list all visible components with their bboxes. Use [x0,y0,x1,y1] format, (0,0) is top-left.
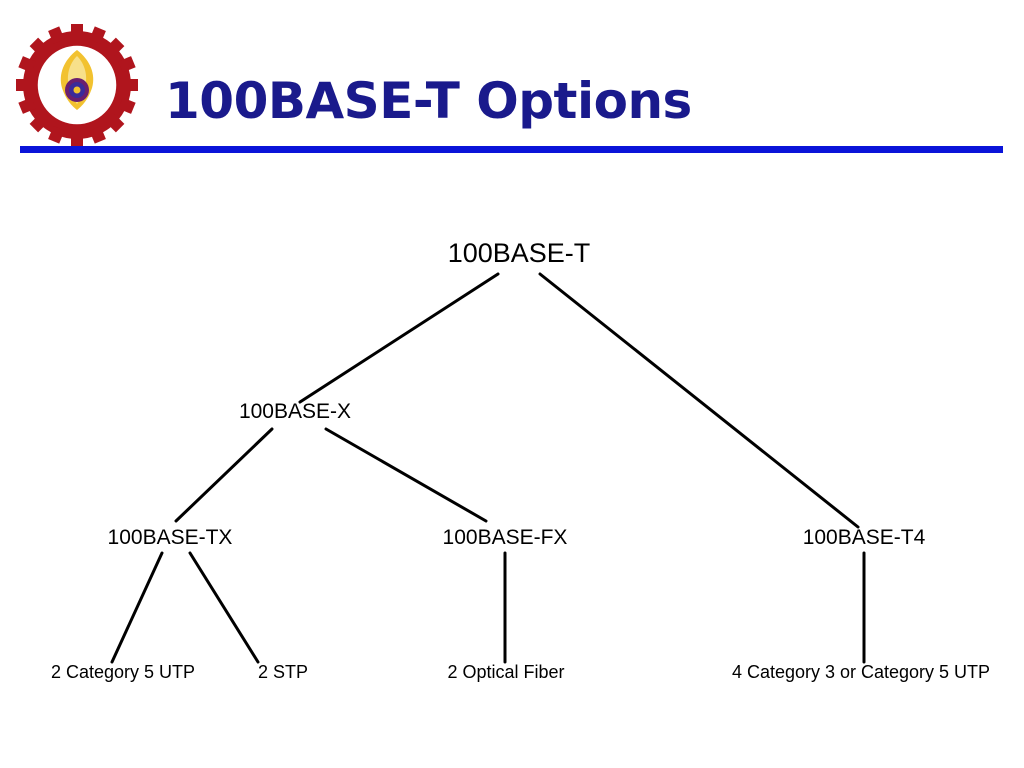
edge-root-to-x [298,272,500,404]
leaf-2-stp: 2 STP [258,662,308,682]
university-logo [16,24,138,146]
leaf-2-category-5-utp: 2 Category 5 UTP [51,662,195,682]
title-divider [20,146,1003,153]
edge-x-to-tx [174,427,274,523]
edge-x-to-fx [324,427,488,523]
node-100base-t4: 100BASE-T4 [803,526,926,549]
node-100base-tx: 100BASE-TX [108,526,233,549]
slide-title: 100BASE-T Options [165,72,692,130]
edge-root-to-t4 [538,272,860,529]
node-100base-t: 100BASE-T [448,238,591,268]
node-100base-x: 100BASE-X [239,400,351,423]
edge-tx-to-stp [188,551,260,664]
node-100base-fx: 100BASE-FX [443,526,568,549]
leaf-4-category-3-or-5-utp: 4 Category 3 or Category 5 UTP [732,662,990,682]
edge-tx-to-utp [110,551,164,664]
leaf-2-optical-fiber: 2 Optical Fiber [447,662,564,682]
